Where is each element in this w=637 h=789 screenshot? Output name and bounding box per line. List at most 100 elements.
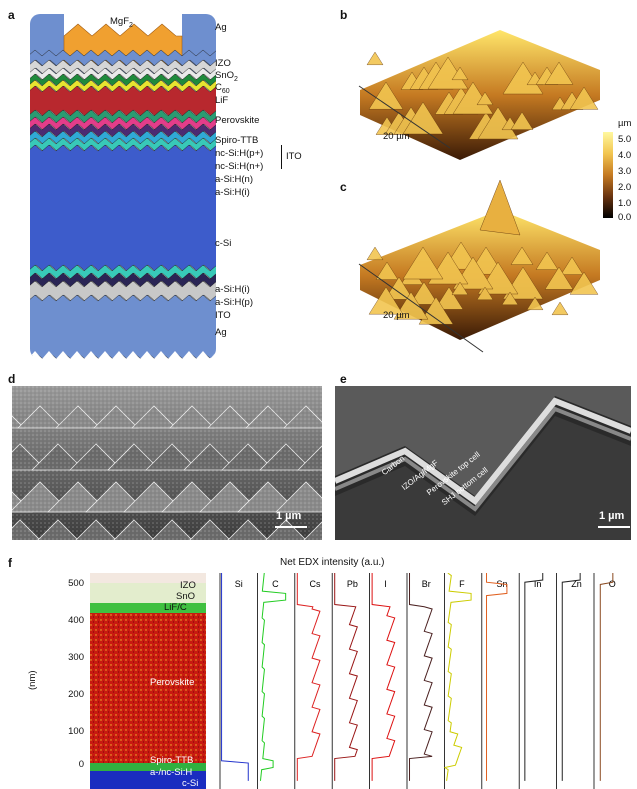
edx-profile-o [599, 573, 614, 781]
afm-pyramid [393, 291, 429, 320]
afm-pyramid [476, 286, 494, 301]
stack-layer [30, 294, 216, 359]
afm-pyramid [510, 111, 534, 130]
colorbar-tick: 4.0 [618, 150, 632, 161]
scale-label-b: 20 µm [383, 131, 410, 142]
edx-element-header: In [534, 579, 542, 589]
layer-label-ag-bottom: Ag [215, 327, 227, 338]
layer-label-sno2: SnO2 [215, 70, 238, 83]
ytick: 500 [68, 578, 84, 589]
afm-pyramid [510, 246, 534, 265]
layer-label-spiro: Spiro-TTB [215, 135, 259, 146]
layer-label-asin: a-Si:H(n) [215, 174, 254, 185]
scale-line-c [358, 263, 484, 353]
edx-element-header: Si [235, 579, 243, 589]
map-label-sno: SnO [176, 591, 196, 602]
afm-pyramid [409, 281, 439, 305]
panel-d-label: d [8, 372, 16, 386]
afm-pyramid [451, 66, 469, 80]
edx-profile-si [221, 573, 249, 781]
colorbar [603, 132, 613, 218]
edx-profile-in [524, 573, 544, 781]
afm-pyramid [476, 91, 494, 106]
edx-profile-cs [296, 573, 321, 781]
afm-pyramid [402, 246, 444, 280]
afm-pyramid [434, 286, 464, 310]
device-stack-diagram [30, 14, 216, 359]
afm-pyramid [569, 86, 599, 110]
edx-profile-zn [561, 573, 581, 781]
sem-image-d [12, 386, 322, 540]
ytick: 400 [68, 615, 84, 626]
layer-label-ito: ITO [215, 310, 231, 321]
afm-pyramid [560, 256, 584, 275]
colorbar-tick: 3.0 [618, 166, 632, 177]
edx-profile-c [259, 573, 287, 781]
afm-pyramid [368, 286, 404, 315]
map-label-perovskite: Perovskite [150, 677, 195, 688]
edx-element-header: O [609, 579, 616, 589]
edx-profile-i [371, 573, 396, 781]
afm-pyramid [551, 301, 569, 316]
edx-element-header: Br [422, 579, 431, 589]
ytick: 200 [68, 689, 84, 700]
afm-pyramid [544, 61, 574, 85]
colorbar-tick: 5.0 [618, 134, 632, 145]
edx-element-header: Zn [571, 579, 582, 589]
layer-label-lif: LiF [215, 95, 229, 106]
layer-label-asii-top: a-Si:H(i) [215, 187, 250, 198]
layer-label-ag-top: Ag [215, 22, 227, 33]
afm-pyramid [526, 296, 544, 311]
layer-label-asii-bottom: a-Si:H(i) [215, 284, 250, 295]
panel-e-label: e [340, 372, 347, 386]
edx-element-header: C [272, 579, 279, 589]
afm-pyramid [366, 51, 384, 65]
afm-pyramid [366, 246, 384, 261]
afm-pyramid [375, 261, 399, 280]
layer-label-ncp: nc-Si:H(p+) [215, 148, 264, 159]
layer-label-c60: C60 [215, 82, 230, 95]
edx-profile-br [409, 573, 433, 781]
sem-image-e [335, 386, 631, 540]
layer-label-asip: a-Si:H(p) [215, 297, 254, 308]
afm-pyramid [544, 266, 574, 290]
scale-label-d: 1 µm [276, 510, 302, 522]
map-label-izo: IZO [180, 580, 196, 591]
afm-pyramid [451, 281, 469, 296]
scale-label-c: 20 µm [383, 310, 410, 321]
edx-element-header: Pb [347, 579, 358, 589]
layer-label-csi: c-Si [215, 238, 232, 249]
afm-pyramid [569, 271, 599, 295]
afm-pyramid [384, 276, 414, 300]
panel-b-label: b [340, 8, 348, 22]
layer-label-ncn: nc-Si:H(n+) [215, 161, 264, 172]
edx-title: Net EDX intensity (a.u.) [280, 557, 385, 568]
edx-profile-f [443, 573, 472, 781]
afm-pyramid [402, 101, 444, 135]
colorbar-tick: 2.0 [618, 182, 632, 193]
layer-label-perovskite: Perovskite [215, 115, 260, 126]
ytick: 0 [78, 759, 84, 770]
ytick: 300 [68, 652, 84, 663]
panel-a-label: a [8, 8, 15, 22]
scale-label-e: 1 µm [599, 510, 625, 522]
afm-pyramid [501, 291, 519, 306]
edx-profile-pb [334, 573, 358, 781]
map-label-spiro: Spiro-TTB [150, 755, 194, 766]
scalebar-e [598, 526, 630, 528]
colorbar-tick: 1.0 [618, 198, 632, 209]
edx-element-header: I [384, 579, 387, 589]
scalebar-d [275, 526, 307, 528]
afm-pyramid [368, 81, 404, 110]
layer-label-izo: IZO [215, 58, 231, 69]
mgf2-label: MgF2 [110, 16, 133, 29]
edx-map [90, 573, 206, 789]
map-label-lif: LiF/C [164, 602, 187, 613]
ito-bracket-line [281, 145, 282, 169]
panel-c-label: c [340, 180, 347, 194]
edx-profile-sn [486, 573, 508, 781]
edx-element-header: F [459, 579, 465, 589]
ytick: 100 [68, 726, 84, 737]
edx-ylabel: (nm) [27, 670, 38, 690]
